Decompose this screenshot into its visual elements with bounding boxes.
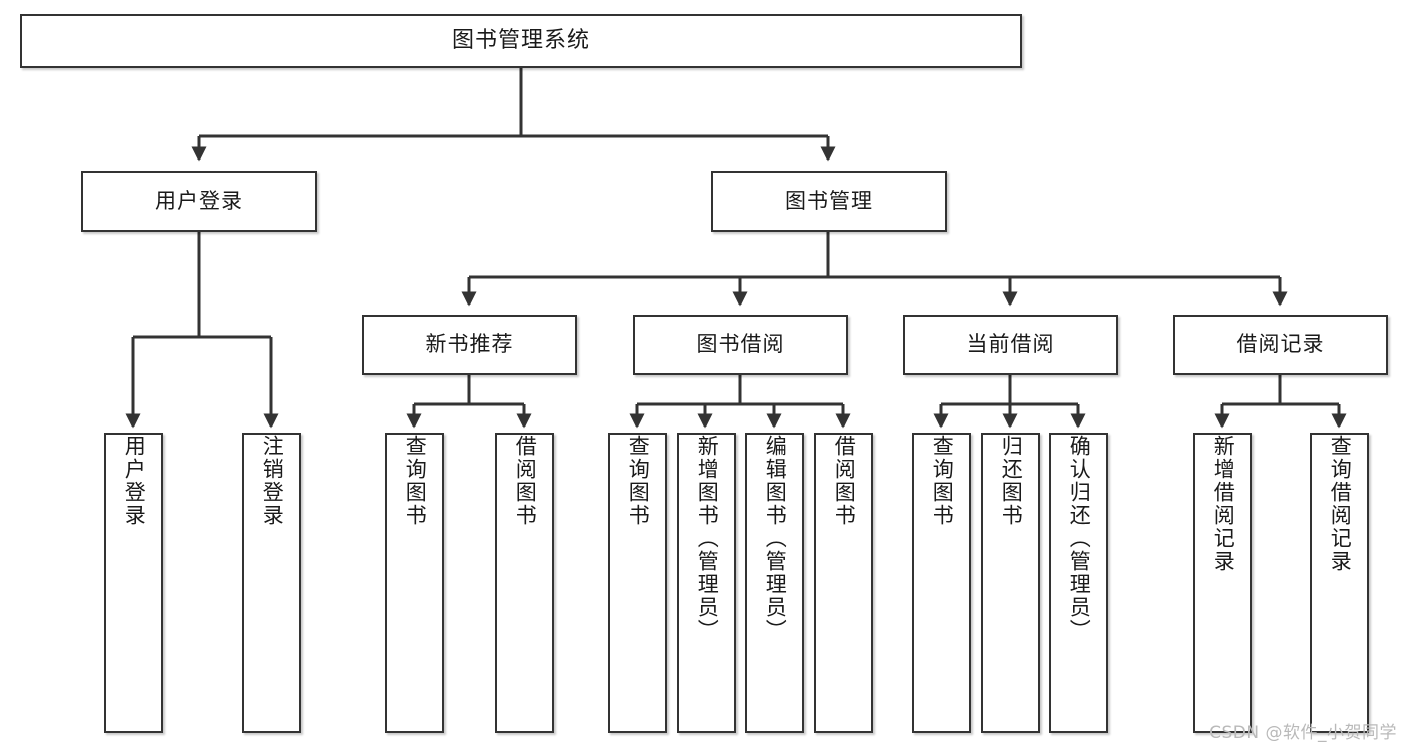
node-label: 确认归还（管理员） <box>1067 435 1092 642</box>
leaf-inner: 借阅图书 <box>497 435 552 731</box>
leaf-query-book-recommend[interactable]: 查询图书 <box>385 433 444 733</box>
node-label: 图书借阅 <box>696 332 785 357</box>
node-label: 新增借阅记录 <box>1211 435 1236 573</box>
node-label: 查询图书 <box>626 435 651 527</box>
node-label: 查询图书 <box>403 435 428 527</box>
watermark-text: CSDN @软件_小贺同学 <box>1209 723 1397 743</box>
node-book-management[interactable]: 图书管理 <box>711 171 947 232</box>
node-root-system[interactable]: 图书管理系统 <box>20 14 1022 68</box>
node-label: 查询图书 <box>930 435 955 527</box>
node-new-book-recommend[interactable]: 新书推荐 <box>362 315 577 375</box>
leaf-borrow-book[interactable]: 借阅图书 <box>814 433 873 733</box>
leaf-inner: 借阅图书 <box>816 435 871 731</box>
node-label: 用户登录 <box>122 435 147 527</box>
node-label: 图书管理 <box>785 188 873 213</box>
leaf-inner: 归还图书 <box>983 435 1038 731</box>
node-label: 借阅图书 <box>513 435 538 527</box>
node-borrow-records[interactable]: 借阅记录 <box>1173 315 1388 375</box>
node-label: 新增图书（管理员） <box>695 435 720 642</box>
node-label: 新书推荐 <box>425 332 514 357</box>
leaf-inner: 新增图书（管理员） <box>679 435 734 731</box>
leaf-inner: 查询图书 <box>610 435 665 731</box>
leaf-query-book-borrow[interactable]: 查询图书 <box>608 433 667 733</box>
leaf-logout[interactable]: 注销登录 <box>242 433 301 733</box>
node-current-borrow[interactable]: 当前借阅 <box>903 315 1118 375</box>
leaf-return-book[interactable]: 归还图书 <box>981 433 1040 733</box>
node-label: 借阅记录 <box>1236 332 1325 357</box>
leaf-inner: 编辑图书（管理员） <box>747 435 802 731</box>
leaf-inner: 注销登录 <box>244 435 299 731</box>
leaf-inner: 查询图书 <box>387 435 442 731</box>
leaf-edit-book-admin[interactable]: 编辑图书（管理员） <box>745 433 804 733</box>
node-user-login[interactable]: 用户登录 <box>81 171 317 232</box>
node-label: 查询借阅记录 <box>1328 435 1353 573</box>
leaf-inner: 新增借阅记录 <box>1195 435 1250 731</box>
node-label: 用户登录 <box>155 188 243 213</box>
node-label: 借阅图书 <box>832 435 857 527</box>
node-book-borrow[interactable]: 图书借阅 <box>633 315 848 375</box>
leaf-add-book-admin[interactable]: 新增图书（管理员） <box>677 433 736 733</box>
node-label: 注销登录 <box>260 435 285 527</box>
node-label: 图书管理系统 <box>451 27 590 53</box>
leaf-confirm-return-admin[interactable]: 确认归还（管理员） <box>1049 433 1108 733</box>
leaf-borrow-book-recommend[interactable]: 借阅图书 <box>495 433 554 733</box>
leaf-inner: 查询图书 <box>914 435 969 731</box>
node-label: 归还图书 <box>999 435 1024 527</box>
leaf-inner: 查询借阅记录 <box>1312 435 1367 731</box>
leaf-user-login[interactable]: 用户登录 <box>104 433 163 733</box>
node-label: 编辑图书（管理员） <box>763 435 788 642</box>
leaf-add-borrow-record[interactable]: 新增借阅记录 <box>1193 433 1252 733</box>
leaf-inner: 确认归还（管理员） <box>1051 435 1106 731</box>
node-label: 当前借阅 <box>966 332 1055 357</box>
leaf-inner: 用户登录 <box>106 435 161 731</box>
leaf-query-book-current[interactable]: 查询图书 <box>912 433 971 733</box>
leaf-query-borrow-record[interactable]: 查询借阅记录 <box>1310 433 1369 733</box>
